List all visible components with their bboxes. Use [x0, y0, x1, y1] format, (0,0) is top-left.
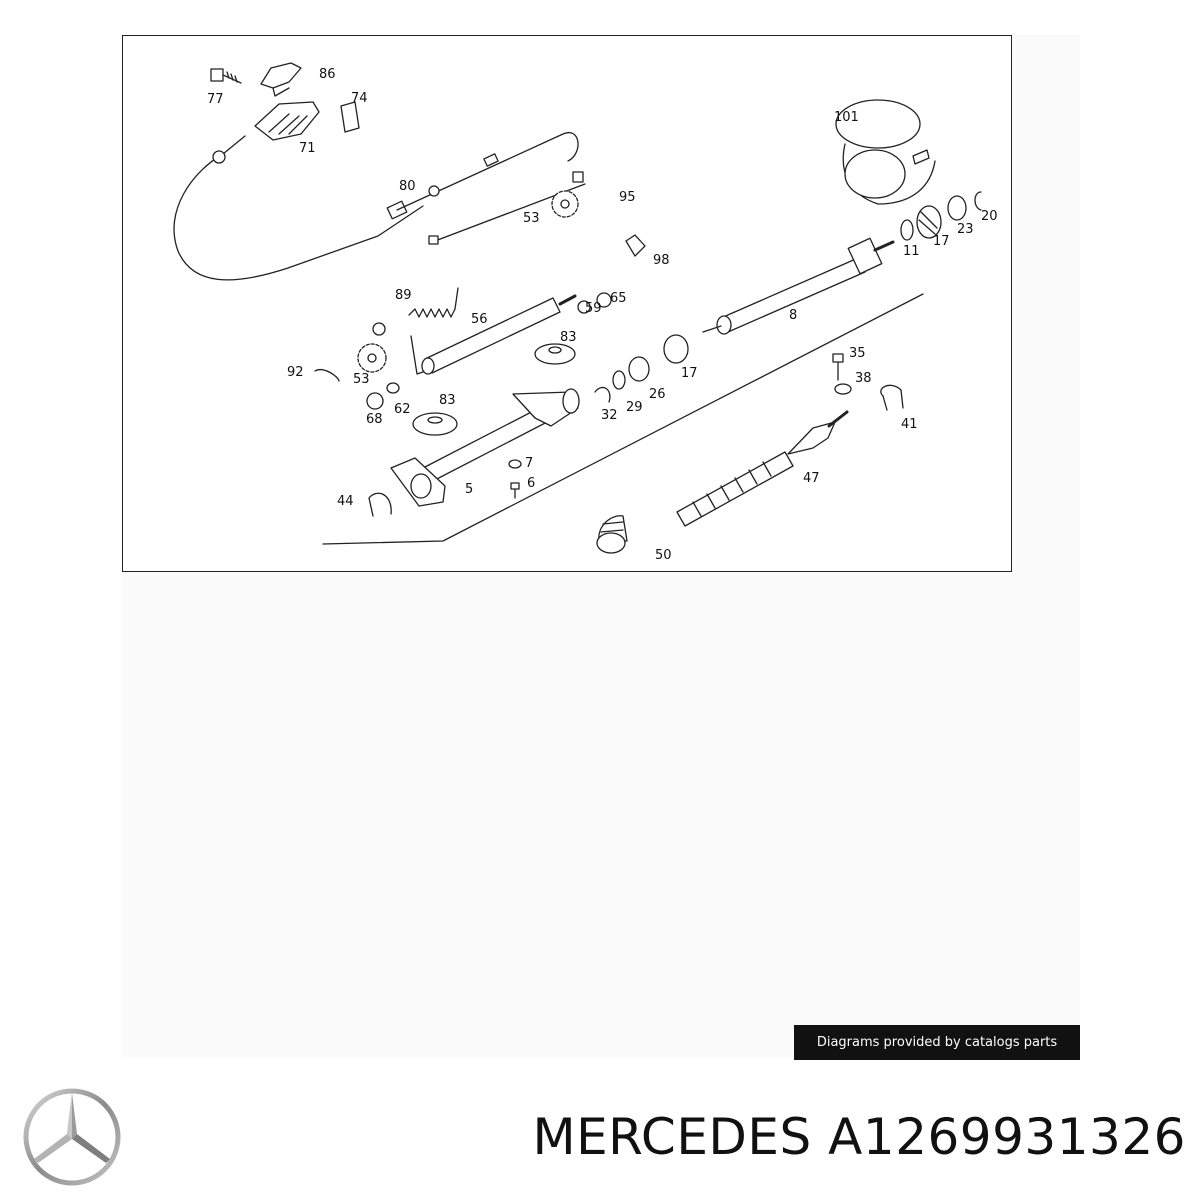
washer-part-38 [834, 383, 852, 395]
callout-83-upper: 83 [560, 330, 577, 345]
shaft-part-8 [702, 237, 895, 335]
rod-bushing [428, 185, 440, 197]
bracket-part-74 [340, 101, 360, 133]
clip-part-86-edge [272, 87, 290, 97]
clip-part-86 [260, 62, 302, 89]
callout-101: 101 [834, 110, 859, 125]
callout-59: 59 [585, 301, 602, 316]
callout-53-lower: 53 [353, 372, 370, 387]
callout-68: 68 [366, 412, 383, 427]
callout-17: 17 [933, 234, 950, 249]
pin-part-6 [510, 482, 520, 499]
cam-part-83-upper [534, 343, 576, 365]
product-part-number: A1269931326 [828, 1108, 1186, 1166]
column-tube-part-5 [390, 388, 580, 507]
cam-part-83-lower-hub [427, 416, 443, 424]
rod-end-cap [572, 171, 584, 183]
callout-77: 77 [207, 92, 224, 107]
callout-62: 62 [394, 402, 411, 417]
callout-50: 50 [655, 548, 672, 563]
rod-part-80 [396, 131, 579, 211]
base-outline [322, 293, 924, 545]
spring-part-89 [408, 287, 459, 318]
bracket-part-98 [625, 234, 646, 257]
damper-part-56 [410, 294, 577, 375]
callout-56: 56 [471, 312, 488, 327]
callout-labels: 77 86 74 71 80 95 53 98 101 11 17 23 20 … [207, 67, 998, 563]
callout-47: 47 [803, 471, 820, 486]
nut-part-65 [596, 292, 612, 308]
callout-11: 11 [903, 244, 920, 259]
product-title: MERCEDES A1269931326 [532, 1108, 1186, 1166]
callout-71: 71 [299, 141, 316, 156]
nut-part-68 [366, 392, 384, 410]
callout-38: 38 [855, 371, 872, 386]
callout-86: 86 [319, 67, 336, 82]
rod-joint [483, 153, 499, 167]
grommet-part-7 [508, 459, 522, 469]
callout-53: 53 [523, 211, 540, 226]
circlip-part-32 [594, 386, 611, 403]
callout-7: 7 [525, 456, 533, 471]
callout-65: 65 [610, 291, 627, 306]
lever-housing-ribs [268, 113, 308, 135]
callout-44: 44 [337, 494, 354, 509]
cam-part-83-upper-hub [548, 346, 562, 354]
callout-35: 35 [849, 346, 866, 361]
bushing-ribs [918, 211, 938, 235]
bearing-part-26 [628, 356, 650, 382]
cable-end [212, 150, 226, 164]
product-brand: MERCEDES [532, 1108, 812, 1166]
bolt-part-77 [210, 68, 242, 84]
cam-part-83-lower [412, 412, 458, 436]
bolt-part-35 [832, 353, 844, 381]
washer-part-59 [577, 300, 591, 314]
parts-diagram: 77 86 74 71 80 95 53 98 101 11 17 23 20 … [122, 35, 1012, 572]
mercedes-star-icon [22, 1087, 122, 1191]
callout-32: 32 [601, 408, 618, 423]
callout-74: 74 [351, 91, 368, 106]
clip-part-44 [368, 492, 392, 517]
diagram-credit-badge: Diagrams provided by catalogs parts [794, 1025, 1080, 1060]
wire-part-92 [314, 369, 340, 382]
callout-17-lower: 17 [681, 366, 698, 381]
callout-83-lower: 83 [439, 393, 456, 408]
nut-small [372, 322, 386, 336]
toothed-washer-53-hole [560, 199, 570, 209]
toothed-washer-53-lower-hole [367, 353, 377, 363]
boot-part-50 [596, 515, 628, 554]
callout-8: 8 [789, 308, 797, 323]
callout-20: 20 [981, 209, 998, 224]
callout-98: 98 [653, 253, 670, 268]
callout-89: 89 [395, 288, 412, 303]
diagram-drawing: 77 86 74 71 80 95 53 98 101 11 17 23 20 … [173, 62, 998, 563]
sleeve-part-23 [947, 195, 967, 221]
washer-part-62 [386, 382, 400, 394]
bellows-part-47 [676, 410, 849, 527]
ring-part-11 [900, 219, 914, 241]
bushing-part-17-lower [663, 334, 689, 364]
callout-23: 23 [957, 222, 974, 237]
callout-41: 41 [901, 417, 918, 432]
release-cable [173, 135, 424, 281]
callout-29: 29 [626, 400, 643, 415]
callout-92: 92 [287, 365, 304, 380]
clip-part-20 [974, 191, 982, 211]
washer-part-29 [612, 370, 626, 390]
callout-5: 5 [465, 482, 473, 497]
lever-housing-part-71 [254, 101, 320, 141]
callout-6: 6 [527, 476, 535, 491]
callout-95: 95 [619, 190, 636, 205]
shroud-part-101 [835, 99, 936, 205]
rod-end-block [428, 235, 439, 245]
clip-part-41 [880, 384, 904, 411]
callout-26: 26 [649, 387, 666, 402]
callout-80: 80 [399, 179, 416, 194]
